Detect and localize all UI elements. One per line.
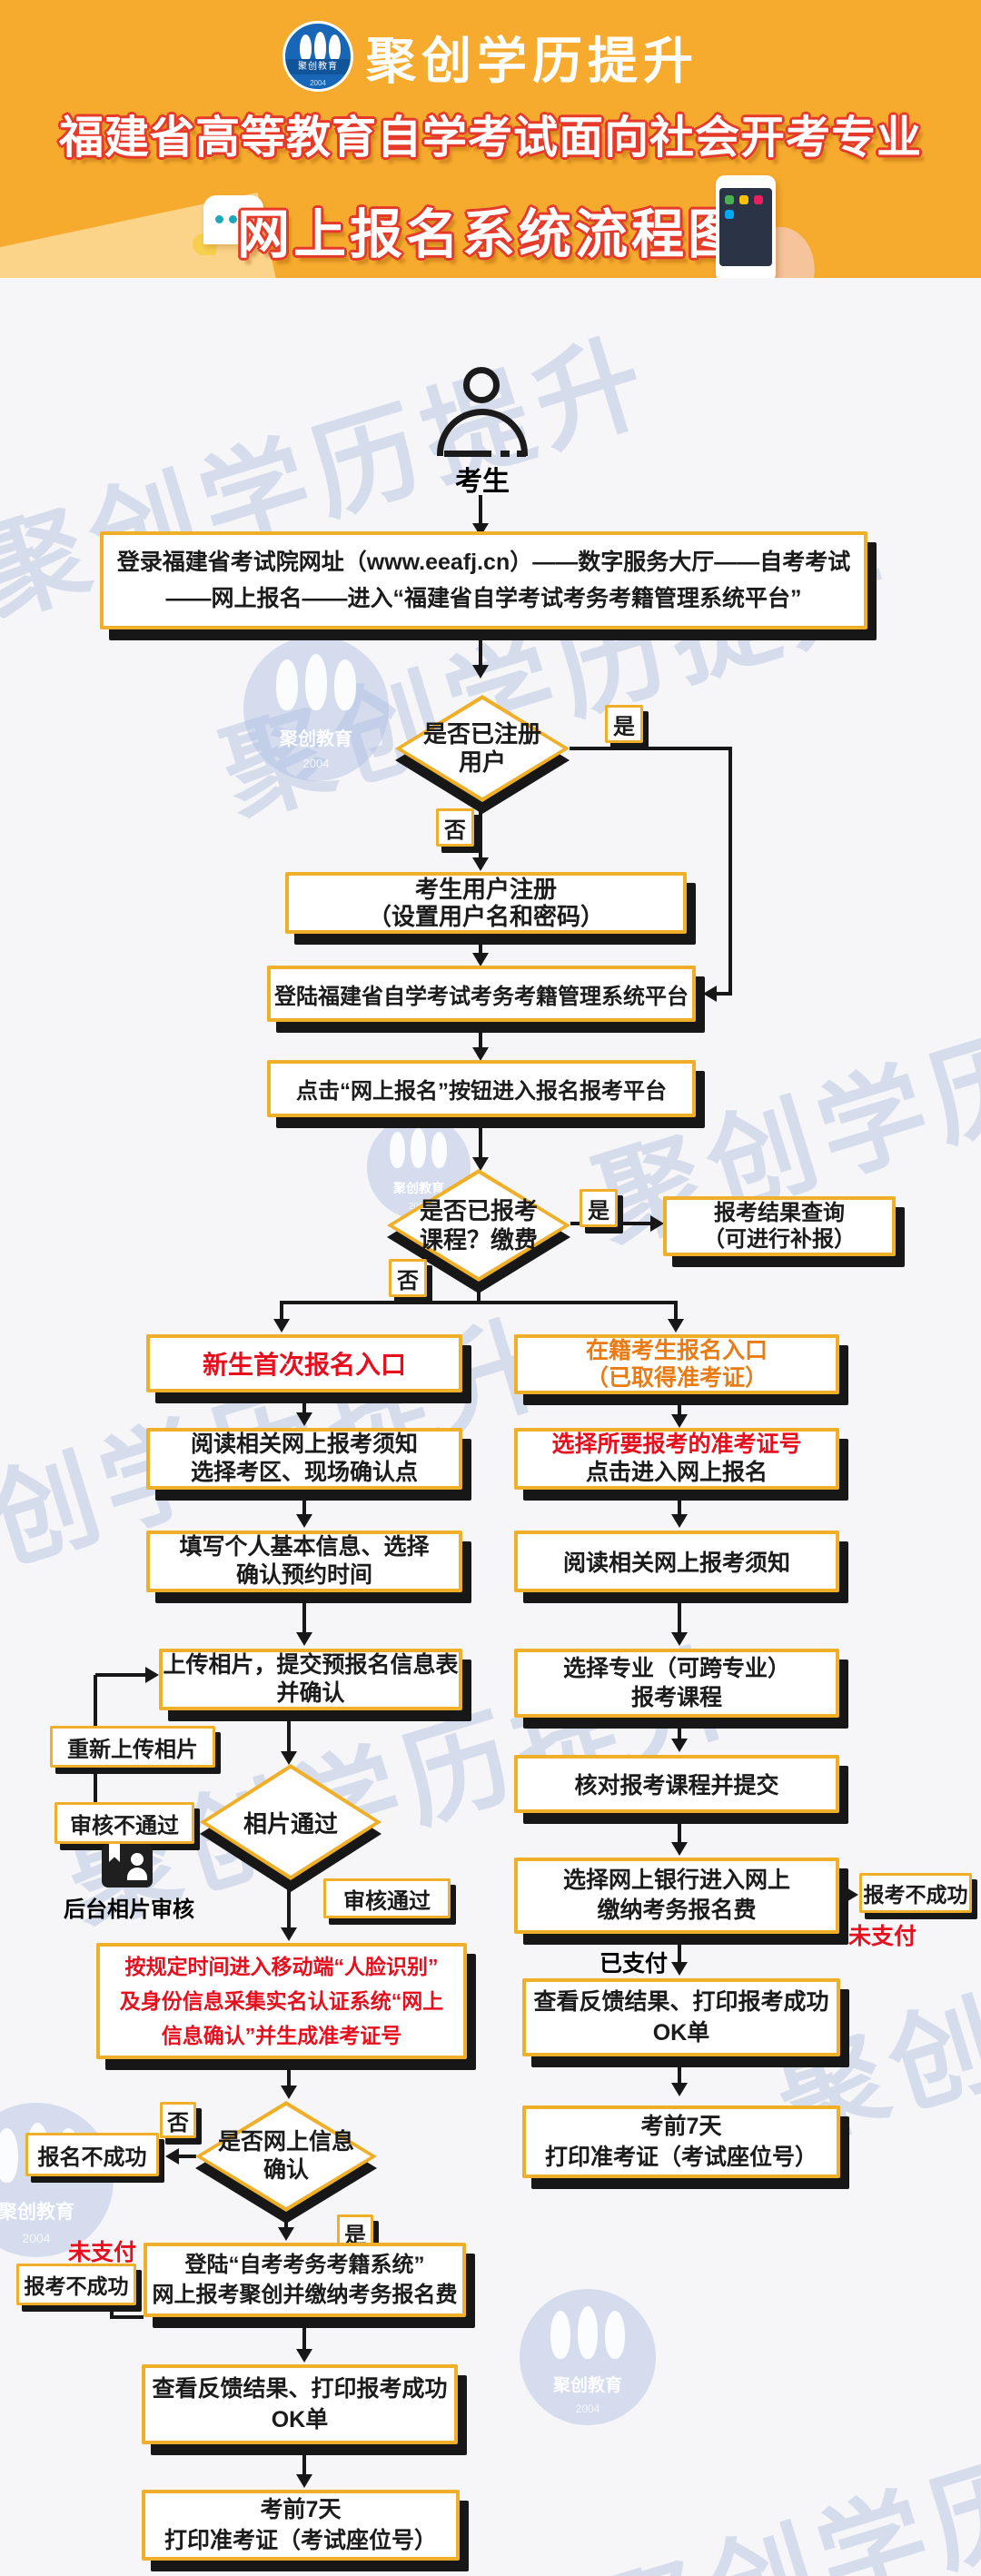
- phone-in-hand-icon: [716, 175, 852, 278]
- flow-box-login-juchuang: 登陆“自考考务考籍系统” 网上报考聚创并缴纳考务报名费: [144, 2243, 466, 2317]
- logo-year: 2004: [310, 79, 326, 87]
- label-yes: 是: [605, 705, 643, 743]
- logo-tree-icon: [313, 32, 326, 63]
- flow-box-enroll-fail-right: 报考不成功: [859, 1873, 972, 1913]
- flow-box-fill-info: 填写个人基本信息、选择 确认预约时间: [146, 1531, 462, 1592]
- flow-box-review-fail: 审核不通过: [54, 1802, 194, 1844]
- label-no: 否: [389, 1259, 427, 1297]
- flow-box-feedback-right: 查看反馈结果、打印报考成功 OK单: [522, 1978, 840, 2056]
- chat-body-icon: [203, 195, 263, 244]
- flow-box-check-courses: 核对报考课程并提交: [514, 1755, 839, 1813]
- flow-box-login-platform: 登陆福建省自学考试考务考籍管理系统平台: [267, 966, 696, 1022]
- flow-diamond-photo-pass: 相片通过: [200, 1764, 382, 1892]
- backend-review-label: 后台相片审核: [64, 1897, 194, 1922]
- flow-box-print-ticket-right: 考前7天 打印准考证（考试座位号）: [522, 2105, 840, 2178]
- chat-bubble-icon: [193, 195, 263, 255]
- flow-box-reupload: 重新上传相片: [50, 1726, 215, 1768]
- juchuang-logo-icon: 聚创教育 2004: [282, 21, 353, 92]
- flow-box-choose-major: 选择专业（可跨专业） 报考课程: [514, 1649, 839, 1718]
- flow-box-upload-photo: 上传相片，提交预报名信息表 并确认: [159, 1649, 462, 1710]
- flow-box-click-online: 点击“网上报名”按钮进入报名报考平台: [267, 1060, 696, 1117]
- header-banner: 聚创教育 2004 聚创学历提升 福建省高等教育自学考试面向社会开考专业 网上报…: [0, 0, 981, 278]
- flow-box-new-entry: 新生首次报名入口: [146, 1334, 462, 1392]
- flow-box-signup-fail: 报名不成功: [25, 2133, 159, 2176]
- watermark-logo-icon: 聚创教育 2004: [243, 636, 389, 781]
- flow-box-login-site: 登录福建省考试院网址（www.eeafj.cn）——数字服务大厅——自考考试 —…: [100, 531, 867, 629]
- unpaid-label: 未支付: [848, 1924, 917, 1949]
- flow-box-read-notice-new: 阅读相关网上报考须知 选择考区、现场确认点: [146, 1428, 462, 1490]
- flow-box-result-query: 报考结果查询 （可进行补报）: [663, 1196, 896, 1256]
- main-title: 福建省高等教育自学考试面向社会开考专业: [58, 114, 922, 163]
- watermark-logo-icon: 聚创教育 2004: [520, 2289, 656, 2425]
- flow-diamond-online-confirm: 是否网上信息 确认: [195, 2101, 377, 2224]
- logo-tree-icon: [328, 35, 341, 62]
- flow-box-enroll-fail-left: 报考不成功: [16, 2264, 136, 2305]
- flow-box-choose-ticket: 选择所要报考的准考证号 点击进入网上报名: [514, 1428, 839, 1490]
- label-no: 否: [436, 808, 474, 847]
- flow-box-review-pass: 审核通过: [323, 1878, 451, 1918]
- label-yes: 是: [580, 1189, 618, 1227]
- subtitle-row: 网上报名系统流程图: [0, 175, 981, 278]
- flow-diamond-registered: 是否已注册 用户: [395, 695, 570, 814]
- flow-box-pay-bank: 选择网上银行进入网上 缴纳考务报名费: [514, 1858, 839, 1934]
- brand-row: 聚创教育 2004 聚创学历提升: [0, 20, 981, 93]
- brand-title: 聚创学历提升: [365, 33, 699, 89]
- flow-box-face-recognition: 按规定时间进入移动端“人脸识别” 及身份信息采集实名认证系统“网上 信息确认”并…: [96, 1943, 467, 2059]
- sub-title: 网上报名系统流程图: [236, 205, 745, 264]
- phone-icon: [716, 175, 776, 278]
- photo-review-icon: [102, 1844, 153, 1887]
- flow-box-print-ticket-left: 考前7天 打印准考证（考试座位号）: [142, 2490, 460, 2561]
- flow-box-register: 考生用户注册 （设置用户名和密码）: [285, 872, 687, 934]
- logo-tree-icon: [299, 35, 312, 62]
- paid-label: 已支付: [600, 1951, 669, 1977]
- label-no: 否: [160, 2102, 196, 2138]
- actor-label: 考生: [455, 467, 510, 497]
- examinee-person-icon: [437, 367, 528, 458]
- logo-badge: 聚创教育: [284, 59, 351, 74]
- flow-box-feedback-left: 查看反馈结果、打印报考成功 OK单: [142, 2364, 458, 2444]
- flow-box-read-notice-old: 阅读相关网上报考须知: [514, 1531, 839, 1592]
- flow-box-old-entry: 在籍考生报名入口 （已取得准考证）: [514, 1334, 839, 1394]
- unpaid-label: 未支付: [68, 2240, 137, 2265]
